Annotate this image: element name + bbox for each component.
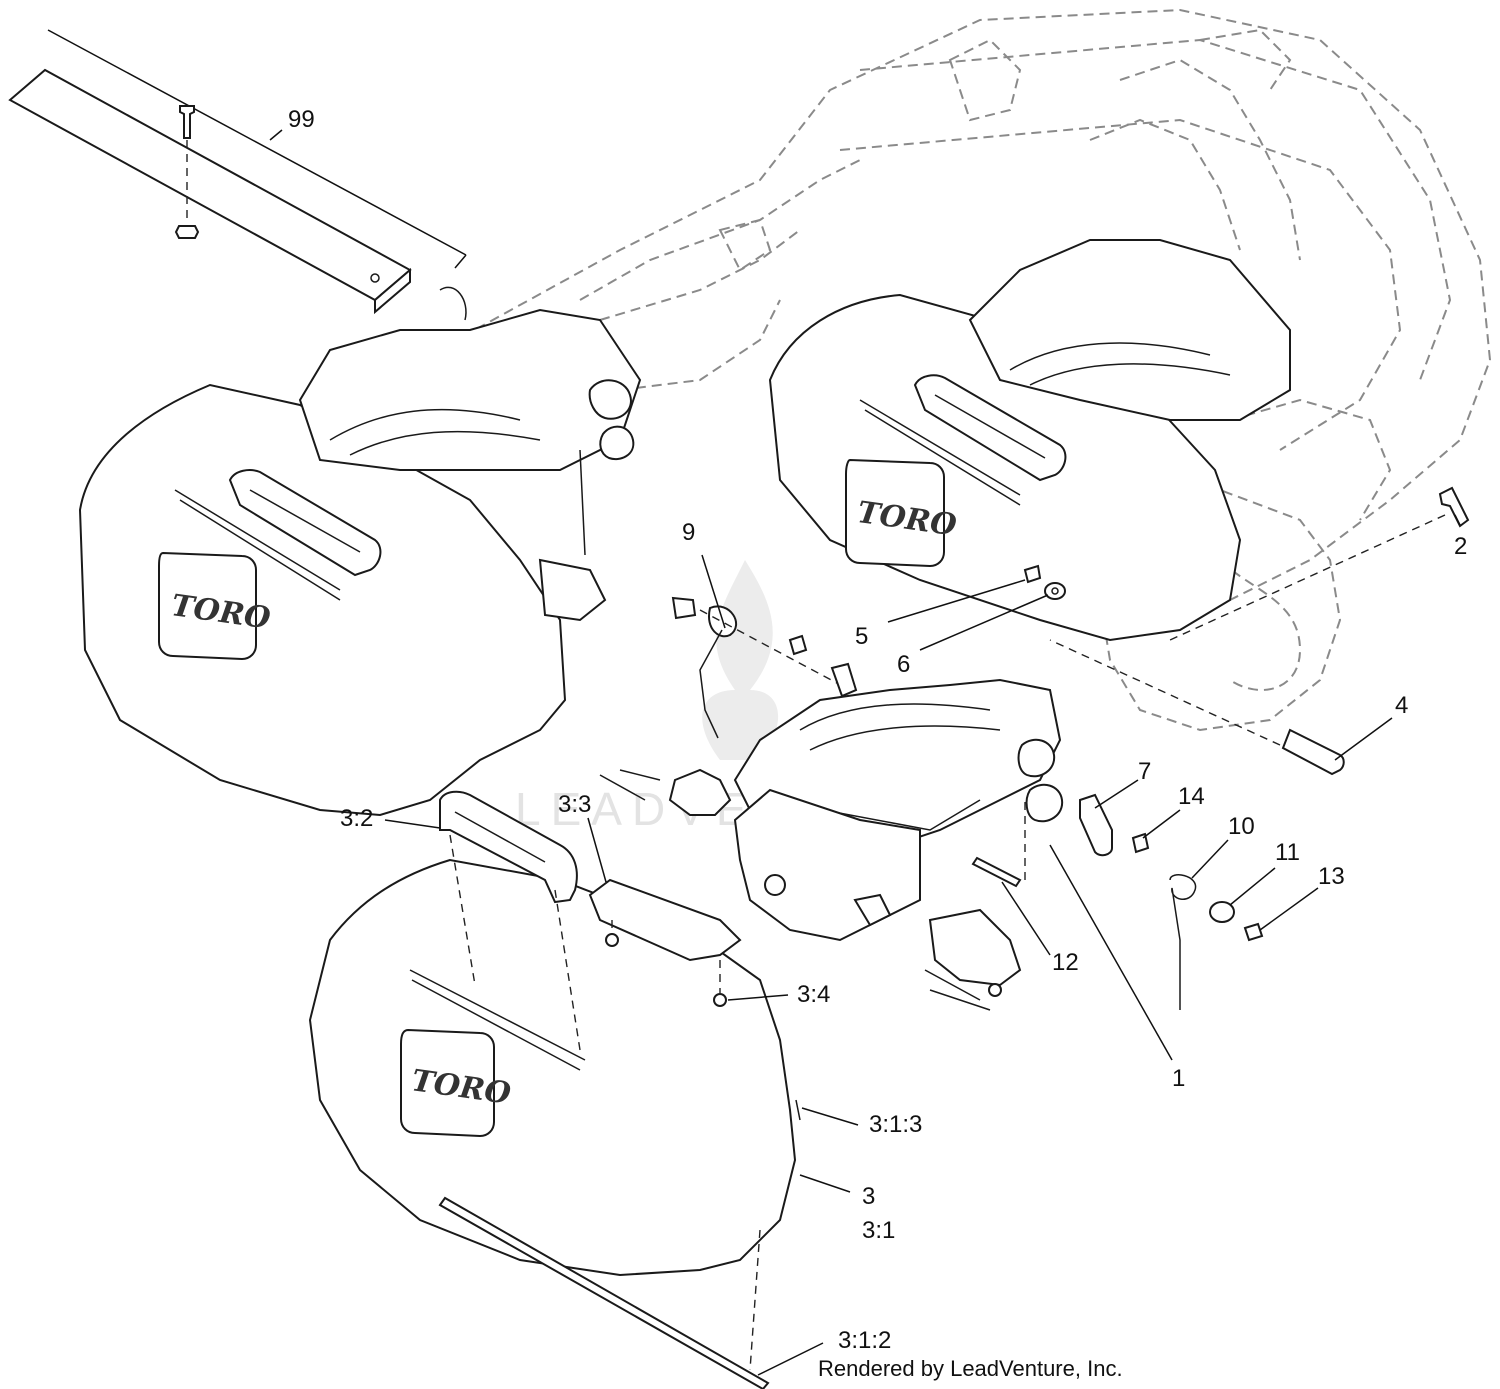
callout-6: 6	[897, 651, 910, 678]
callout-3-1-3: 3:1:3	[869, 1111, 922, 1138]
screw-5	[1023, 564, 1042, 584]
callout-4: 4	[1395, 692, 1408, 719]
callout-14: 14	[1178, 783, 1205, 810]
roller-shield-assembly: TORO	[308, 790, 801, 1389]
callout-10: 10	[1228, 813, 1255, 840]
callout-3-1-2: 3:1:2	[838, 1327, 891, 1354]
bushing-11	[1209, 901, 1235, 923]
callout-5: 5	[855, 623, 868, 650]
callout-99: 99	[288, 106, 315, 133]
tractor-frame-phantom	[419, 8, 1492, 732]
callout-3-3: 3:3	[558, 791, 591, 818]
spring-10	[1169, 874, 1197, 1010]
callout-leaders	[269, 129, 1461, 1376]
pin-4	[1281, 728, 1345, 776]
callout-3-1: 3:1	[862, 1217, 895, 1244]
left-cutting-unit: TORO	[78, 286, 642, 817]
plate-7	[1079, 793, 1113, 857]
weight-bar-kit	[8, 29, 467, 315]
callout-12: 12	[1052, 949, 1079, 976]
credit-text: Rendered by LeadVenture, Inc.	[818, 1356, 1123, 1381]
bolt-2	[1438, 486, 1470, 528]
nut-13	[1243, 922, 1264, 942]
callout-1: 1	[1172, 1065, 1185, 1092]
callout-13: 13	[1318, 863, 1345, 890]
bolt-9a	[671, 596, 697, 620]
callout-2: 2	[1454, 533, 1467, 560]
callout-9: 9	[682, 519, 695, 546]
right-cutting-unit: TORO	[768, 239, 1291, 642]
callout-3: 3	[862, 1183, 875, 1210]
callout-labels: 99 2 9 5 6 4 7 14 10 11 13 12 1 3:2 3:3 …	[288, 106, 1467, 1354]
callout-7: 7	[1138, 758, 1151, 785]
cutting-unit-carrier-frame	[599, 678, 1064, 1011]
callout-11: 11	[1275, 839, 1300, 866]
washer-6	[1044, 582, 1066, 600]
callout-3-4: 3:4	[797, 981, 830, 1008]
bolt-12	[971, 856, 1022, 888]
callout-3-2: 3:2	[340, 805, 373, 832]
nut-14	[1131, 832, 1150, 854]
hardware-exploded	[671, 486, 1470, 1010]
